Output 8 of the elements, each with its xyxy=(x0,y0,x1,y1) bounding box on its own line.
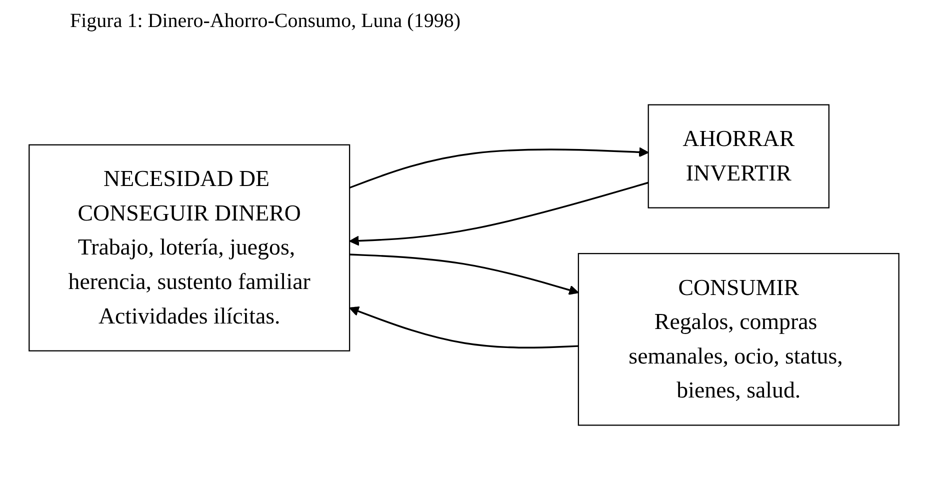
node-box: AHORRAR INVERTIR xyxy=(648,104,830,208)
node-box: CONSUMIR Regalos, compras semanales, ocio, status, bienes, salud. xyxy=(578,252,900,426)
figure-title: Figura 1: Dinero-Ahorro-Consumo, Luna (1998) xyxy=(70,10,460,33)
arrow xyxy=(349,182,649,246)
arrow xyxy=(349,147,649,189)
arrow xyxy=(350,254,579,295)
arrow xyxy=(349,306,578,348)
node-box: NECESIDAD DE CONSEGUIR DINERO Trabajo, lotería, juegos, herencia, sustento familiar Actividades ilícitas. xyxy=(28,144,350,352)
